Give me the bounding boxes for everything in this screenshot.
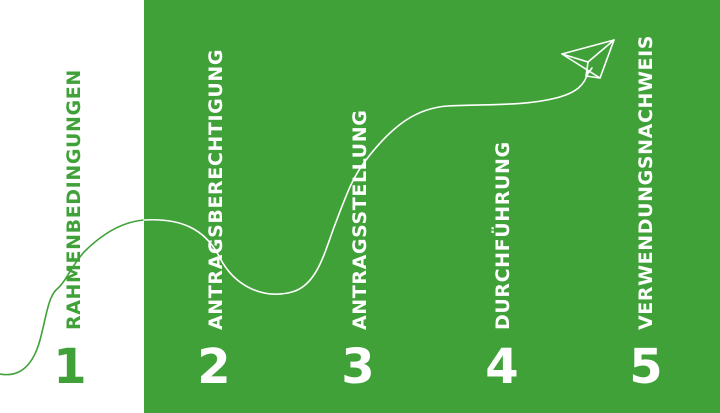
step-5-label: VERWENDUNGSNACHWEIS [635,34,657,330]
step-4-number: 4 [485,339,519,395]
path-segment-left [0,219,145,376]
step-5-number: 5 [629,339,663,395]
green-background-panel [144,0,720,413]
step-1-label: RAHMENBEDINGUNGEN [63,69,85,330]
step-1-number: 1 [53,339,87,395]
step-2-label: ANTRAGSBERECHTIGUNG [205,48,227,330]
step-3-number: 3 [341,339,375,395]
step-3-label: ANTRAGSSTELLUNG [349,109,371,330]
path-segment-right [143,71,589,295]
step-2-number: 2 [197,339,231,395]
step-4-label: DURCHFÜHRUNG [492,141,514,330]
